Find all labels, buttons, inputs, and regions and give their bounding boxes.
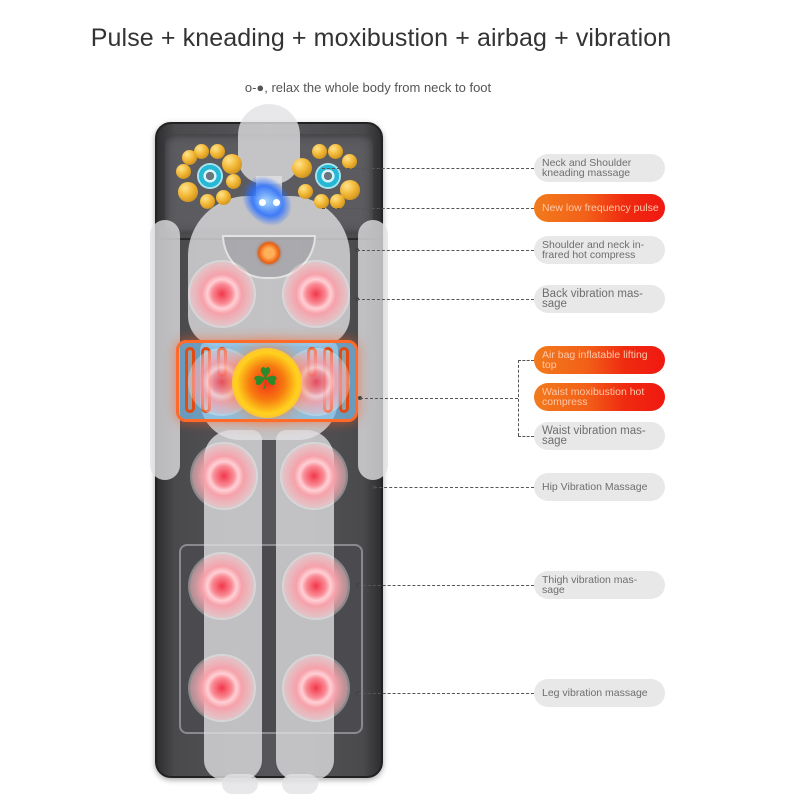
kneading-rotor-icon bbox=[197, 163, 223, 189]
leader-line bbox=[322, 208, 534, 209]
leader-line bbox=[358, 693, 534, 694]
page-subtitle: o-●, relax the whole body from neck to f… bbox=[244, 80, 492, 95]
callout-hip-vibration: Hip Vibration Massage bbox=[534, 473, 665, 501]
moxibustion-herb-icon: ☘ bbox=[252, 363, 279, 396]
kneading-ball-icon bbox=[314, 194, 329, 209]
pulse-electrode-icon bbox=[259, 199, 266, 206]
kneading-ball-icon bbox=[340, 180, 360, 200]
vibration-node-icon bbox=[282, 444, 346, 508]
leader-line bbox=[357, 299, 534, 300]
page-title: Pulse + kneading + moxibustion + airbag … bbox=[90, 24, 672, 52]
callout-waist-vibration: Waist vibration mas-sage bbox=[534, 422, 665, 450]
kneading-head-right bbox=[292, 142, 362, 210]
kneading-ball-icon bbox=[298, 184, 313, 199]
leader-line bbox=[360, 398, 518, 399]
kneading-ball-icon bbox=[342, 154, 357, 169]
vibration-node-icon bbox=[190, 656, 254, 720]
callout-neck-shoulder-kneading: Neck and Shoulder kneading massage bbox=[534, 154, 665, 182]
vibration-node-icon bbox=[192, 444, 256, 508]
leader-line bbox=[358, 585, 534, 586]
kneading-ball-icon bbox=[182, 150, 197, 165]
callout-airbag-lifting: Air bag inflatable lifting top bbox=[534, 346, 665, 374]
vibration-node-icon bbox=[284, 554, 348, 618]
kneading-ball-icon bbox=[226, 174, 241, 189]
vibration-node-icon bbox=[284, 656, 348, 720]
kneading-ball-icon bbox=[194, 144, 209, 159]
moxibustion-disc bbox=[232, 348, 302, 418]
kneading-ball-icon bbox=[216, 190, 231, 205]
kneading-head-left bbox=[176, 142, 244, 210]
vibration-node-icon bbox=[284, 262, 348, 326]
kneading-ball-icon bbox=[210, 144, 225, 159]
leader-line bbox=[322, 168, 534, 169]
callout-shoulder-neck-infrared: Shoulder and neck in-frared hot compress bbox=[534, 236, 665, 264]
leader-line bbox=[518, 360, 534, 361]
vibration-node-icon bbox=[190, 262, 254, 326]
callout-waist-moxibustion: Waist moxibustion hot compress bbox=[534, 383, 665, 411]
callout-leg-vibration: Leg vibration massage bbox=[534, 679, 665, 707]
kneading-ball-icon bbox=[178, 182, 198, 202]
kneading-ball-icon bbox=[222, 154, 242, 174]
leader-line bbox=[374, 487, 534, 488]
callout-back-vibration: Back vibration mas-sage bbox=[534, 285, 665, 313]
kneading-ball-icon bbox=[328, 144, 343, 159]
pulse-electrode-icon bbox=[273, 199, 280, 206]
leader-line bbox=[518, 436, 534, 437]
kneading-ball-icon bbox=[292, 158, 312, 178]
kneading-ball-icon bbox=[330, 194, 345, 209]
kneading-ball-icon bbox=[200, 194, 215, 209]
bracket-line bbox=[518, 360, 519, 436]
vibration-node-icon bbox=[190, 554, 254, 618]
kneading-ball-icon bbox=[312, 144, 327, 159]
kneading-rotor-icon bbox=[315, 163, 341, 189]
leader-line bbox=[357, 250, 534, 251]
callout-thigh-vibration: Thigh vibration mas-sage bbox=[534, 571, 665, 599]
callout-low-frequency-pulse: New low frequency pulse bbox=[534, 194, 665, 222]
heat-disc-icon bbox=[258, 242, 280, 264]
kneading-ball-icon bbox=[176, 164, 191, 179]
